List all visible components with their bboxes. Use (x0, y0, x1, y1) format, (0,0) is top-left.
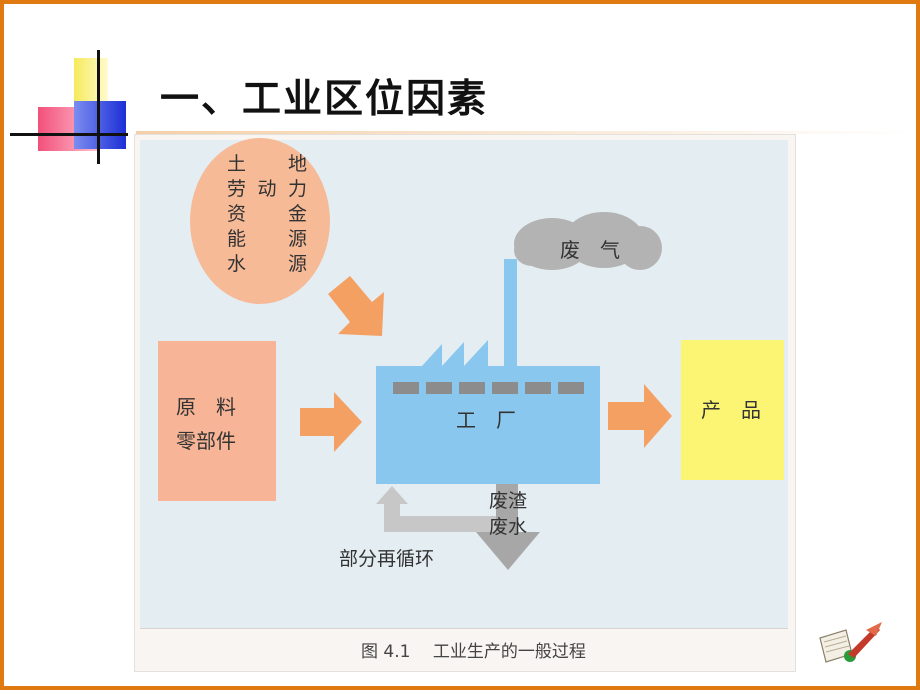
diagram-shapes (300, 212, 672, 570)
raw-material-label: 原 料 (176, 395, 236, 419)
exhaust-gas-label: 废 气 (560, 238, 620, 262)
figure-caption: 图 4.1 工业生产的一般过程 (361, 642, 586, 662)
slide-title: 一、工业区位因素 (160, 77, 489, 122)
factory-building (376, 259, 600, 484)
title-underline (136, 131, 916, 134)
waste-water-label: 废水 (489, 516, 528, 538)
raw-materials-box (158, 341, 276, 501)
resource-energy: 能 源 (227, 228, 307, 250)
caption-rule (140, 628, 788, 629)
resource-water: 水 源 (227, 253, 307, 275)
arrow-waste-down (476, 484, 540, 570)
arrow-factory-to-product (608, 384, 672, 448)
resource-land: 土 地 (227, 153, 307, 175)
resource-labor: 劳动力 (227, 178, 307, 200)
arrow-resources-to-factory (328, 276, 384, 336)
product-label: 产 品 (701, 398, 761, 422)
resource-capital: 资 金 (227, 203, 307, 225)
factory-label: 工 厂 (456, 408, 516, 432)
deco-blue-block (74, 101, 126, 149)
quill-scroll-icon (819, 622, 882, 663)
product-box (681, 340, 784, 480)
arrow-recycle (376, 486, 496, 532)
arrow-raw-to-factory (300, 392, 362, 452)
waste-residue-label: 废渣 (489, 490, 528, 512)
deco-vertical-line (97, 50, 100, 164)
deco-horizontal-line (10, 133, 128, 136)
components-label: 零部件 (176, 429, 236, 453)
recycle-label: 部分再循环 (339, 548, 435, 570)
resources-circle (190, 138, 330, 304)
smoke-cloud (514, 212, 662, 270)
